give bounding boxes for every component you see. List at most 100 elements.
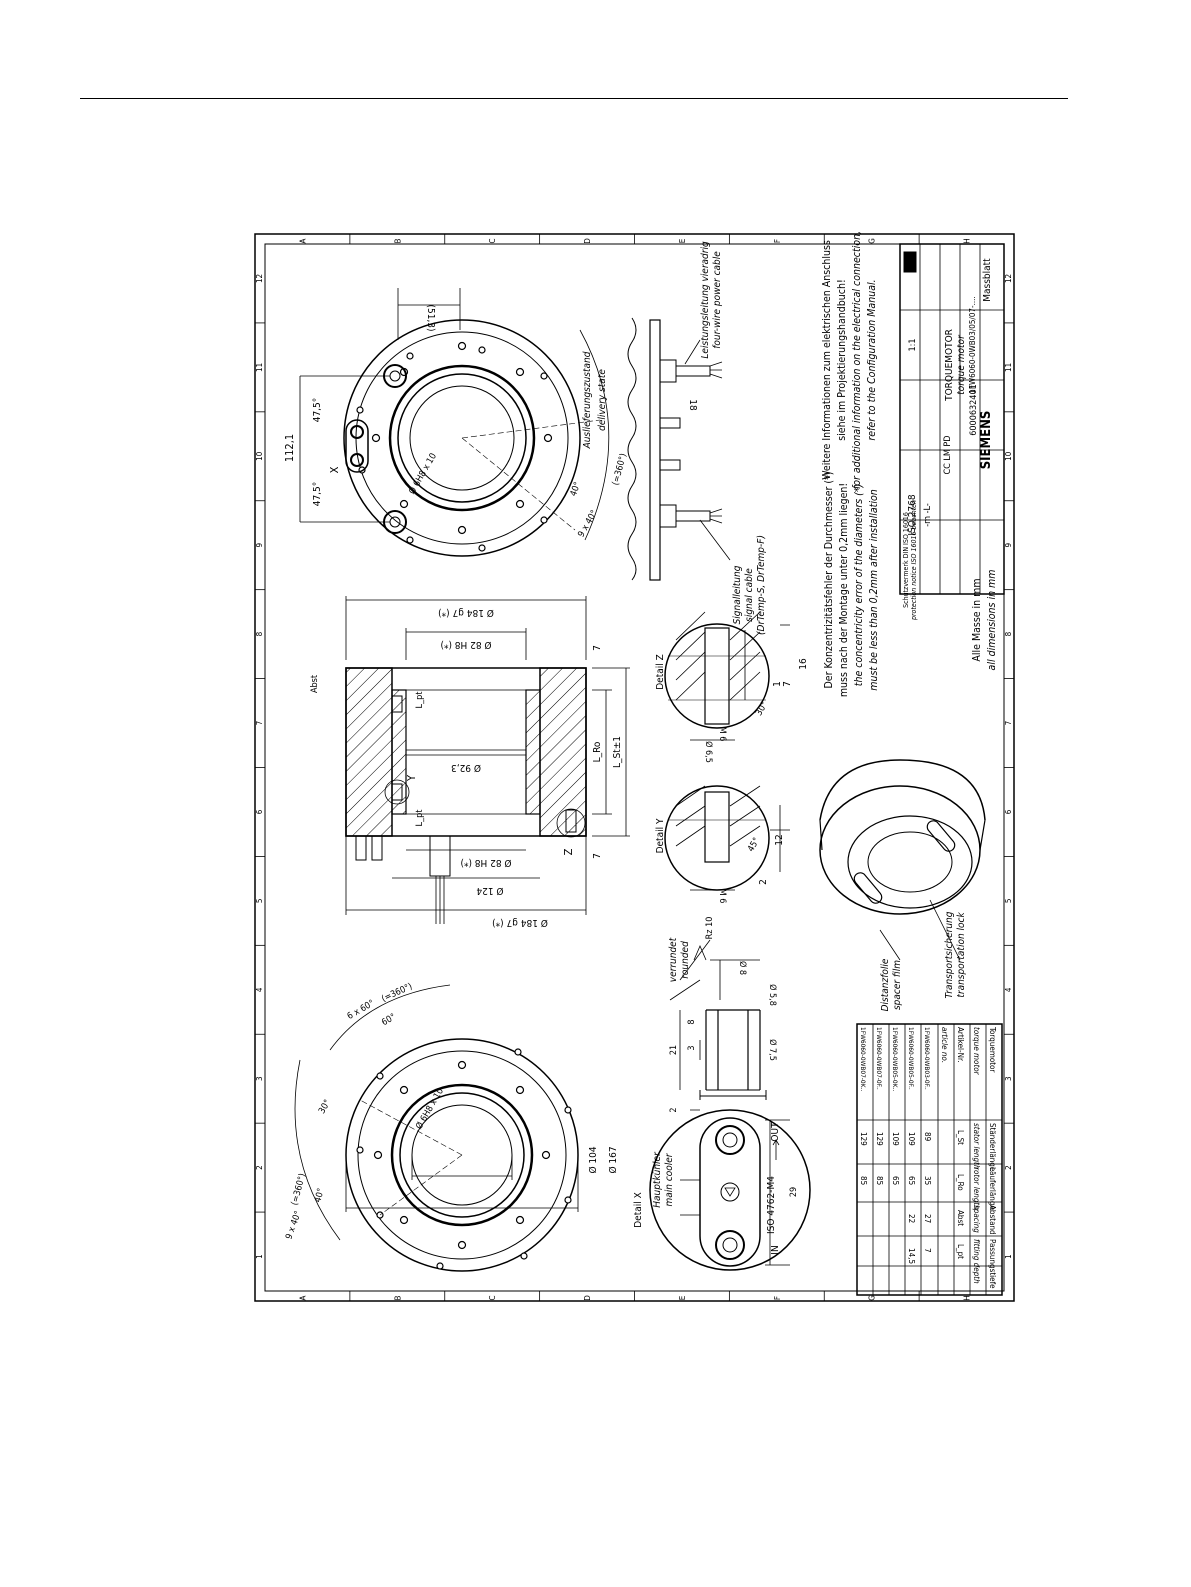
- conc-en-1: the concentricity error of the diameters…: [853, 484, 865, 686]
- dim-lpt-1: L_pt: [415, 692, 425, 709]
- conc-de-1: Der Konzentrizitätsfehler der Durchmesse…: [823, 472, 835, 689]
- grid-letter-top: E: [678, 238, 687, 243]
- rounded-de: verrundet: [668, 937, 679, 982]
- title-block: [899, 243, 1005, 595]
- table-subheader: Abst: [956, 1210, 965, 1226]
- dim-z-6-5: Ø 6,5: [703, 741, 714, 763]
- grid-number-right: 1: [1004, 1254, 1013, 1259]
- dim-lst: L_St±1: [612, 736, 623, 768]
- dim-x-3: 3: [687, 1045, 697, 1050]
- dim-7-top: 7: [592, 645, 603, 651]
- main-cooler-en: main cooler: [664, 1152, 675, 1206]
- dim-7-bot: 7: [592, 853, 603, 859]
- title-drawing-title: Massblatt: [982, 258, 993, 302]
- power-cable-en: four-wire power cable: [712, 251, 723, 349]
- grid-number-left: 12: [255, 274, 264, 283]
- table-subheader: Artikel-Nr.: [956, 1027, 965, 1063]
- spacer-en: spacer film: [892, 960, 903, 1010]
- dim-9x40-top: 9 x 40°: [577, 509, 600, 539]
- dim-360-a: (=360°): [380, 982, 414, 1005]
- title-order-no: 1FW6060-0WB03/05/07-....: [968, 296, 977, 393]
- table-cell: 109: [907, 1132, 916, 1146]
- dim-51-3: (51,3): [425, 304, 436, 331]
- dim-18: 18: [687, 399, 698, 411]
- transport-de: Transportsicherung: [944, 911, 955, 998]
- title-scale: 1:1: [908, 338, 918, 351]
- top-view: [299, 288, 610, 557]
- table-header-en: rotor length: [972, 1167, 981, 1210]
- table-header-de: Passungstiefe: [988, 1239, 997, 1289]
- grid-number-right: 12: [1004, 274, 1013, 283]
- isometric-view: [819, 759, 986, 961]
- title-product-de: TORQUEMOTOR: [944, 329, 955, 402]
- grid-number-right: 9: [1004, 542, 1013, 547]
- table-cell: 35: [923, 1176, 932, 1185]
- table-header-en: spacing: [972, 1205, 981, 1233]
- dim-30: 30°: [317, 1098, 333, 1115]
- grid-letter-bottom: E: [678, 1295, 687, 1300]
- grid-number-left: 4: [255, 987, 264, 992]
- table-header-en: torque motor: [972, 1027, 981, 1076]
- title-dept: CC LM PD: [943, 435, 953, 474]
- dim-40-top: 40°: [569, 481, 583, 498]
- dim-x-in: IN: [770, 1245, 781, 1254]
- table-cell: 14,5: [907, 1248, 916, 1264]
- table-cell: 1FW6060-0WB03-0F..: [923, 1027, 931, 1090]
- info-en-1: for additional information on the electr…: [851, 231, 863, 489]
- detail-y: [664, 785, 790, 891]
- table-header-de: Torquemotor: [988, 1026, 997, 1072]
- grid-number-right: 4: [1004, 987, 1013, 992]
- grid-number-right: 6: [1004, 809, 1013, 814]
- grid-number-left: 3: [255, 1076, 264, 1081]
- table-subheader: L_pt: [956, 1244, 965, 1259]
- signal-cable-en: signal cable: [744, 568, 755, 622]
- grid-letter-top: H: [963, 238, 972, 243]
- dim-y-45: 45°: [746, 836, 762, 853]
- dim-y-12: 12: [774, 834, 785, 845]
- grid-number-right: 7: [1004, 721, 1013, 726]
- title-tol-class: -m -L-: [923, 503, 933, 527]
- conc-de-2: muss nach der Montage unter 0,2mm liegen…: [838, 483, 850, 697]
- grid-letter-top: F: [773, 239, 782, 243]
- dim-lro: L_Ro: [592, 741, 603, 762]
- dim-184-top: Ø 184 g7 (*): [438, 607, 494, 619]
- table-cell: 7: [923, 1248, 932, 1253]
- grid-number-right: 10: [1004, 451, 1013, 461]
- table-cell: 129: [859, 1132, 868, 1146]
- grid-number-right: 5: [1004, 899, 1013, 904]
- grid-letter-bottom: H: [963, 1295, 972, 1300]
- table-cell: 129: [875, 1132, 884, 1146]
- dim-92-3: Ø 92,3: [451, 762, 481, 774]
- grid-letter-bottom: G: [868, 1295, 877, 1301]
- transport-en: transportation lock: [956, 912, 967, 998]
- dim-60: 60°: [380, 1012, 397, 1028]
- table-cell: 85: [859, 1176, 868, 1185]
- label-z: Z: [562, 848, 575, 855]
- table-header-en: fitting depth: [972, 1239, 981, 1284]
- dim-x-8b: Ø 8: [737, 961, 748, 975]
- spacer-de: Distanzfolie: [880, 958, 891, 1011]
- dim-82-top: Ø 82 H8 (*): [440, 639, 491, 651]
- grid-number-right: 11: [1004, 363, 1013, 372]
- dim-x-5-8: Ø 5,8: [767, 984, 778, 1006]
- dim-x-21: 21: [669, 1045, 679, 1055]
- title-product-en: torque motor: [956, 334, 967, 395]
- signal-cable-types: (DrTemp-S, DrTemp-F): [756, 535, 767, 635]
- rounded-en: rounded: [680, 941, 691, 979]
- label-y: Y: [405, 774, 418, 782]
- grid-number-left: 1: [255, 1254, 264, 1259]
- dim-x-rz10: Rz 10: [705, 917, 715, 940]
- dim-z-1: 1: [772, 681, 783, 687]
- table-header-de: Ständerlänge: [988, 1123, 997, 1172]
- title-protection-de: Schutzvermerk DIN ISO 16016: [902, 512, 910, 608]
- title-protection-en: protection notice ISO 16016 beachten: [910, 500, 918, 621]
- dim-abst: Abst: [310, 675, 320, 693]
- grid-number-left: 9: [255, 542, 264, 547]
- table-cell: 65: [891, 1176, 900, 1185]
- grid-number-left: 6: [255, 809, 264, 814]
- detail-z-label: Detail Z: [655, 654, 666, 690]
- grid-number-left: 8: [255, 631, 264, 636]
- grid-letter-top: D: [583, 238, 592, 244]
- grid-number-right: 8: [1004, 631, 1013, 636]
- grid-number-right: 3: [1004, 1076, 1013, 1081]
